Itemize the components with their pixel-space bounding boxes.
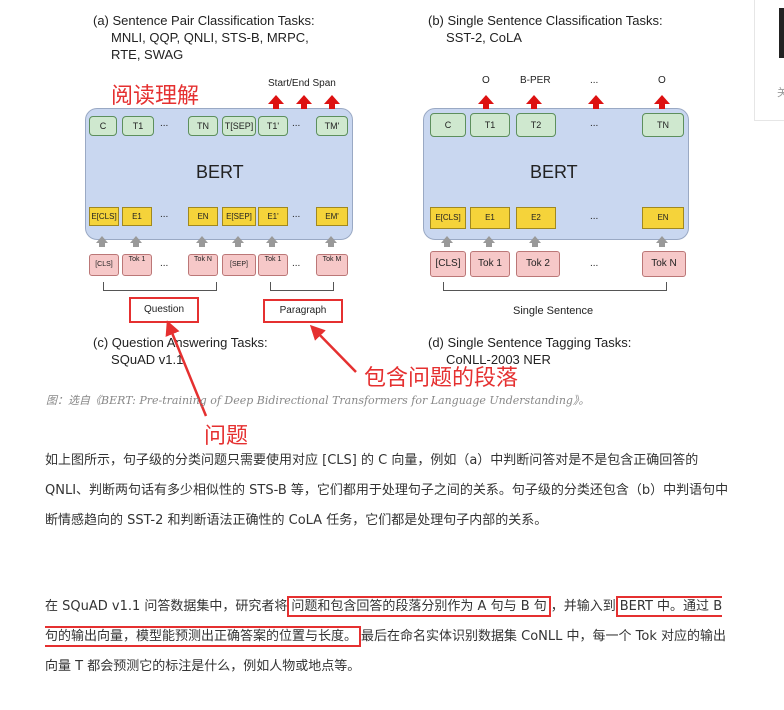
embedding: E[CLS]	[89, 207, 119, 226]
input-token: Tok N	[188, 254, 218, 276]
question-bracket	[103, 282, 217, 291]
input-token: Tok 1	[122, 254, 152, 276]
annotation-question: 问题	[204, 424, 249, 449]
token-output: T1'	[258, 116, 288, 136]
single-sentence-label: Single Sentence	[513, 305, 594, 317]
embedding: E1	[470, 207, 510, 229]
output-arrow	[588, 95, 604, 109]
ellipsis: ...	[590, 258, 599, 269]
side-widget[interactable]: 关	[754, 0, 784, 121]
figure-caption: 图：选自《BERT: Pre-training of Deep Bidirect…	[46, 394, 590, 407]
input-token: [CLS]	[430, 251, 466, 277]
single-sentence-bracket	[443, 282, 667, 291]
input-token: [CLS]	[89, 254, 119, 276]
input-arrow	[529, 236, 541, 247]
output-arrow	[526, 95, 542, 109]
token-output: C	[89, 116, 117, 136]
figure-title-b: (b) Single Sentence Classification Tasks…	[428, 13, 663, 45]
token-output: T1	[122, 116, 154, 136]
input-arrow	[441, 236, 453, 247]
bert-figure: (a) Sentence Pair Classification Tasks: …	[85, 13, 689, 449]
embedding: EM'	[316, 207, 348, 226]
annotation-reading: 阅读理解	[111, 84, 200, 109]
side-widget-text: 关	[777, 86, 784, 99]
embedding: E[CLS]	[430, 207, 466, 229]
token-output: TM'	[316, 116, 348, 136]
qr-code-icon	[779, 8, 784, 58]
embedding: E1	[122, 207, 152, 226]
output-arrow	[654, 95, 670, 109]
tag-label: B-PER	[520, 75, 551, 86]
input-token: Tok 2	[516, 251, 560, 277]
input-arrow	[232, 236, 244, 247]
token-output: TN	[188, 116, 218, 136]
embedding: E[SEP]	[222, 207, 256, 226]
bert-label-left: BERT	[196, 162, 244, 182]
figure-title-c: (c) Question Answering Tasks: SQuAD v1.1	[93, 335, 268, 367]
ellipsis: ...	[160, 258, 169, 269]
input-arrow	[130, 236, 142, 247]
annotation-arrows	[165, 320, 357, 417]
paragraph-2: 在 SQuAD v1.1 问答数据集中，研究者将问题和包含回答的段落分别作为 A…	[45, 592, 735, 682]
ellipsis: ...	[292, 118, 301, 129]
token-output: T1	[470, 113, 510, 137]
ellipsis: ...	[590, 118, 599, 129]
output-arrow-2	[296, 95, 312, 109]
start-end-span-label: Start/End Span	[268, 78, 336, 89]
arrow-to-question	[165, 320, 208, 417]
ellipsis: ...	[590, 211, 599, 222]
token-output: T2	[516, 113, 556, 137]
token-output: T[SEP]	[222, 116, 256, 136]
input-arrow	[483, 236, 495, 247]
output-arrow	[478, 95, 494, 109]
paragraph-1: 如上图所示，句子级的分类问题只需要使用对应 [CLS] 的 C 向量，例如（a）…	[45, 453, 729, 528]
paragraph-bracket	[270, 282, 334, 291]
ellipsis: ...	[160, 118, 169, 129]
input-arrow	[196, 236, 208, 247]
output-arrow-1	[268, 95, 284, 109]
question-box: Question	[129, 297, 199, 323]
paragraph-2-part1: 在 SQuAD v1.1 问答数据集中，研究者将	[45, 599, 288, 614]
input-token: Tok 1	[258, 254, 288, 276]
input-arrow	[266, 236, 278, 247]
input-arrow	[325, 236, 337, 247]
ellipsis: ...	[292, 258, 301, 269]
output-arrow-3	[324, 95, 340, 109]
arrow-to-paragraph	[309, 324, 357, 373]
tag-label: O	[658, 75, 666, 86]
input-arrow	[96, 236, 108, 247]
paragraph-2-part3: 最后在命名实体识别数据集 CoNLL 中，每一个 Tok 对应的输出向量 T 都…	[45, 629, 726, 674]
highlight-2: BERT 中。通过 B 句的输出向量，模型能预测出正确答案的位置与长度。	[45, 596, 723, 647]
embedding: E1'	[258, 207, 288, 226]
tag-label: O	[482, 75, 490, 86]
figure-title-d: (d) Single Sentence Tagging Tasks: CoNLL…	[428, 335, 632, 367]
highlight-1: 问题和包含回答的段落分别作为 A 句与 B 句	[287, 596, 551, 617]
ellipsis: ...	[292, 209, 301, 220]
annotation-paragraph: 包含问题的段落	[364, 366, 519, 391]
ellipsis: ...	[160, 209, 169, 220]
embedding: EN	[188, 207, 218, 226]
paragraph-2-part2: ，并输入到	[550, 599, 616, 614]
input-token: Tok M	[316, 254, 348, 276]
token-output: C	[430, 113, 466, 137]
tag-label: ...	[590, 75, 599, 86]
input-token: Tok N	[642, 251, 686, 277]
input-token: [SEP]	[222, 254, 256, 276]
bert-label-right: BERT	[530, 162, 578, 182]
input-token: Tok 1	[470, 251, 510, 277]
input-arrow	[656, 236, 668, 247]
figure-title-a: (a) Sentence Pair Classification Tasks: …	[93, 13, 315, 62]
paragraph-box: Paragraph	[263, 299, 343, 323]
token-output: TN	[642, 113, 684, 137]
embedding: E2	[516, 207, 556, 229]
embedding: EN	[642, 207, 684, 229]
